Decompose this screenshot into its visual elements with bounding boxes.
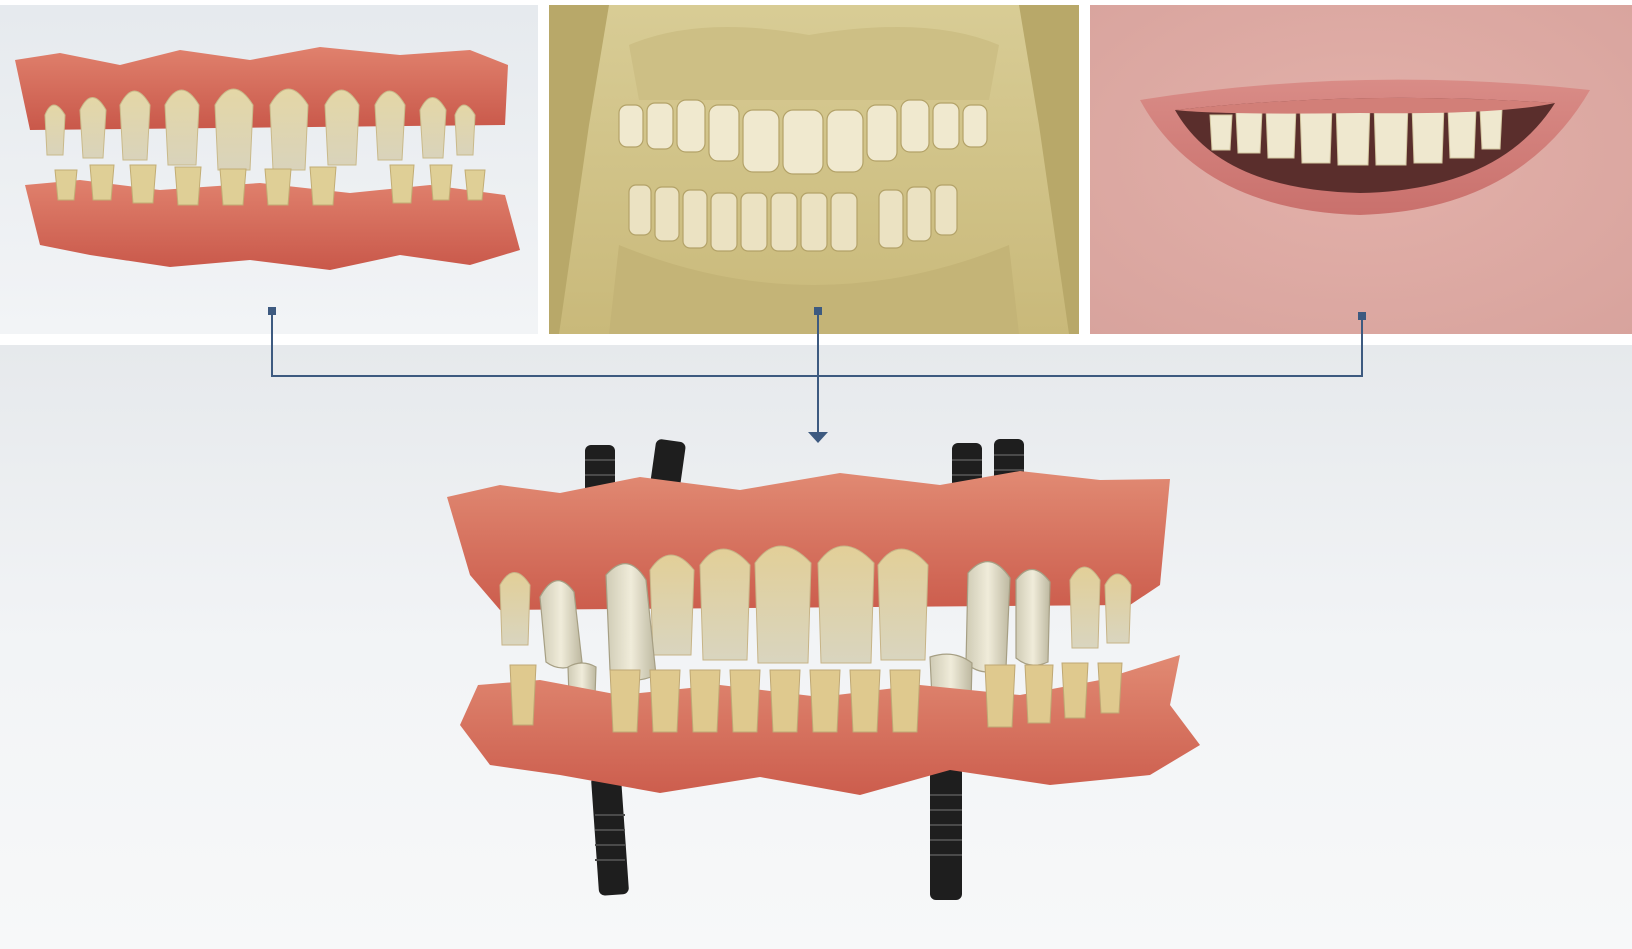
intraoral-scan-panel [0, 5, 538, 334]
intraoral-scan-image [0, 5, 538, 334]
cbct-skull-image [549, 5, 1079, 334]
facial-smile-photo [1090, 5, 1632, 334]
smile-photo-panel [1090, 5, 1632, 334]
merged-model-area [0, 345, 1632, 949]
cbct-panel [549, 5, 1079, 334]
implant-6 [930, 765, 962, 900]
digital-dental-model-with-implants [0, 345, 1632, 949]
